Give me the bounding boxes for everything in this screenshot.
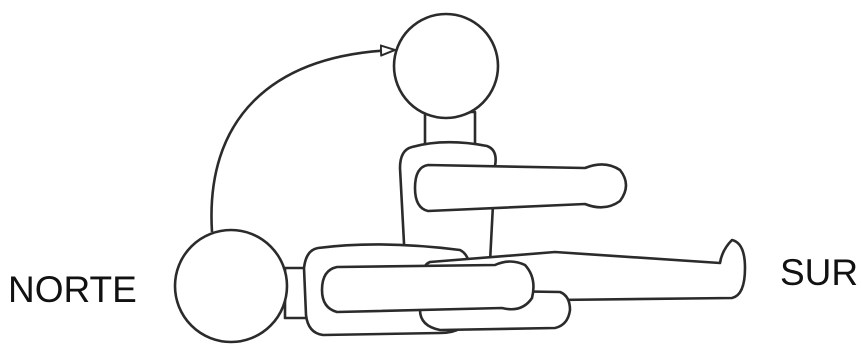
rotation-arrow bbox=[210, 50, 394, 233]
label-north: NORTE bbox=[8, 269, 137, 310]
lying-figure bbox=[173, 228, 747, 344]
label-south: SUR bbox=[780, 252, 859, 293]
lying-figure-head bbox=[173, 228, 289, 344]
lying-figure-arm bbox=[320, 260, 535, 314]
sitting-figure bbox=[392, 12, 628, 264]
sitting-figure-head bbox=[392, 12, 500, 120]
sitting-figure-arm bbox=[413, 163, 628, 213]
